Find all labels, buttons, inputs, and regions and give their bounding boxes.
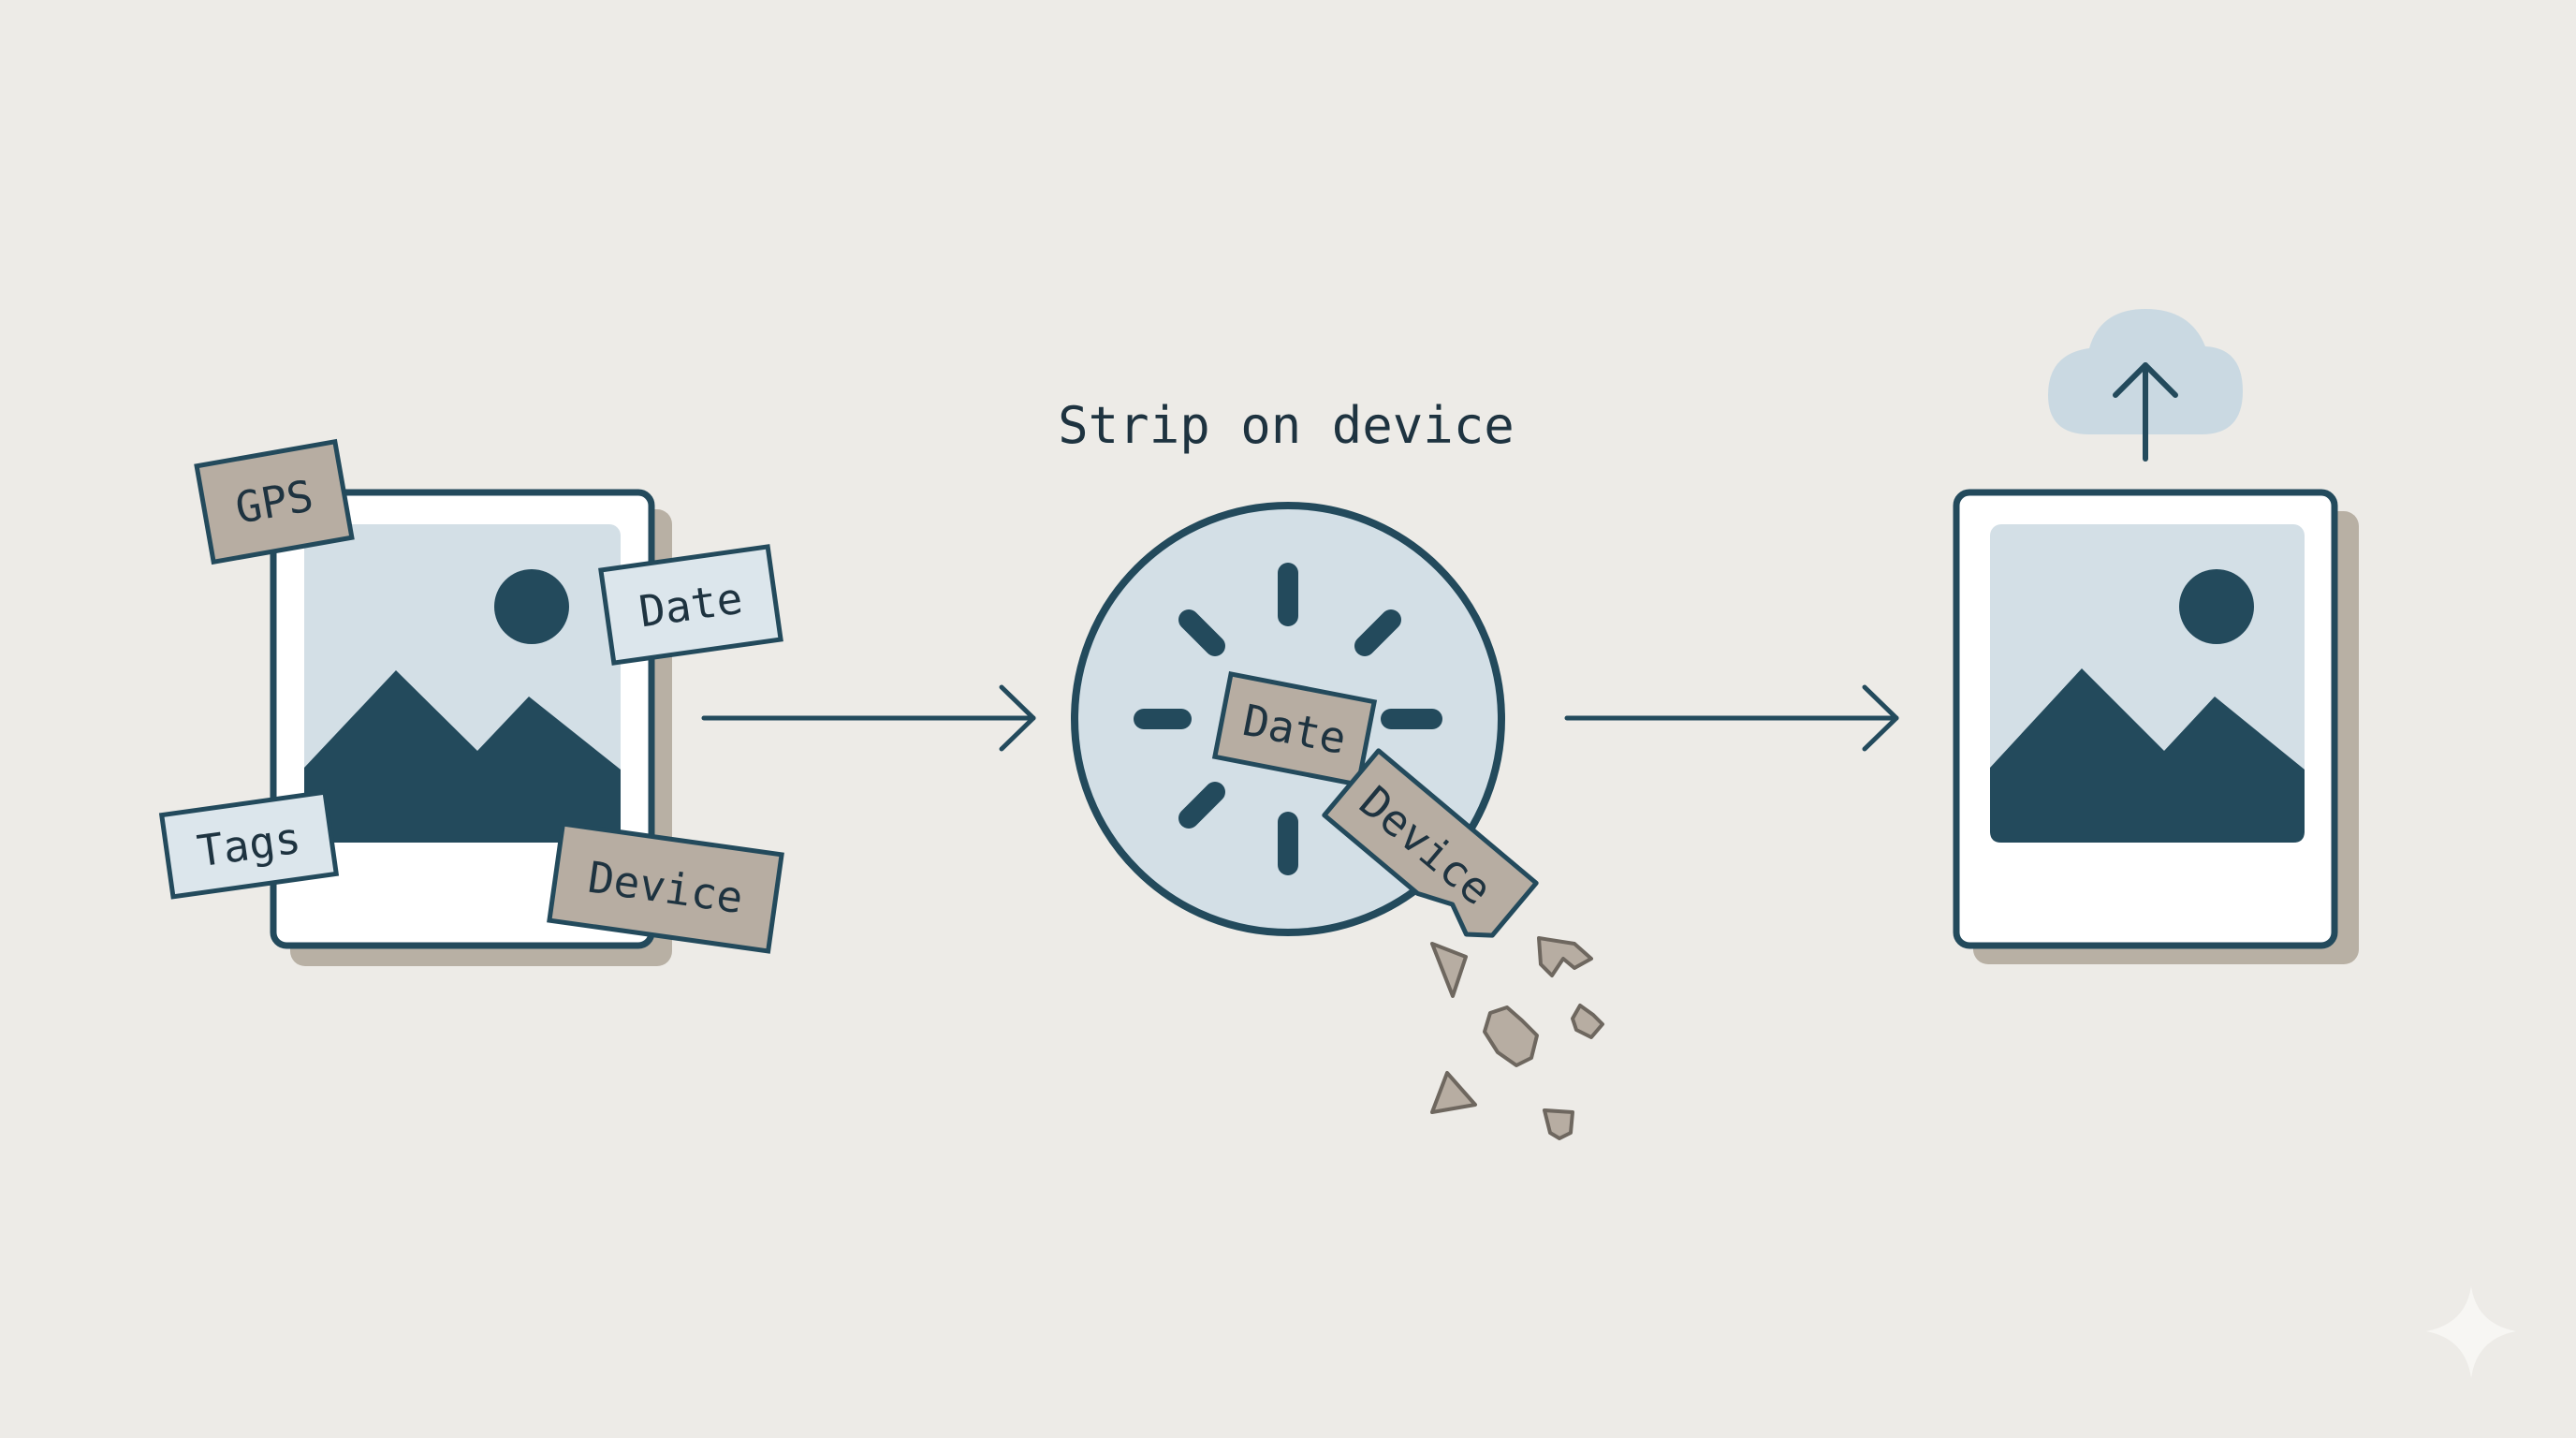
photo-icon xyxy=(304,524,621,843)
arrow-to-processor xyxy=(701,684,1036,752)
sparkle-icon xyxy=(2426,1286,2516,1378)
stripped-date-tag: Date xyxy=(1211,671,1378,787)
caption-strip-on-device: Strip on device xyxy=(1058,396,1515,455)
arrow-to-clean-photo xyxy=(1564,684,1899,752)
fragment xyxy=(1543,1108,1574,1140)
device-tag: Device xyxy=(547,821,784,954)
fragment xyxy=(1571,1004,1604,1039)
fragment xyxy=(1537,936,1593,977)
fragment xyxy=(1430,1071,1477,1114)
original-photo xyxy=(270,489,672,966)
gps-tag: GPS xyxy=(194,438,355,565)
fragment xyxy=(1483,1005,1539,1067)
fragment xyxy=(1430,942,1468,998)
photo-icon xyxy=(1990,524,2305,843)
metadata-fragments xyxy=(1430,936,1604,1140)
date-tag: Date xyxy=(598,544,783,666)
tags-tag: Tags xyxy=(158,789,340,900)
clean-photo xyxy=(1953,489,2359,964)
cloud-upload-icon xyxy=(2048,309,2243,462)
